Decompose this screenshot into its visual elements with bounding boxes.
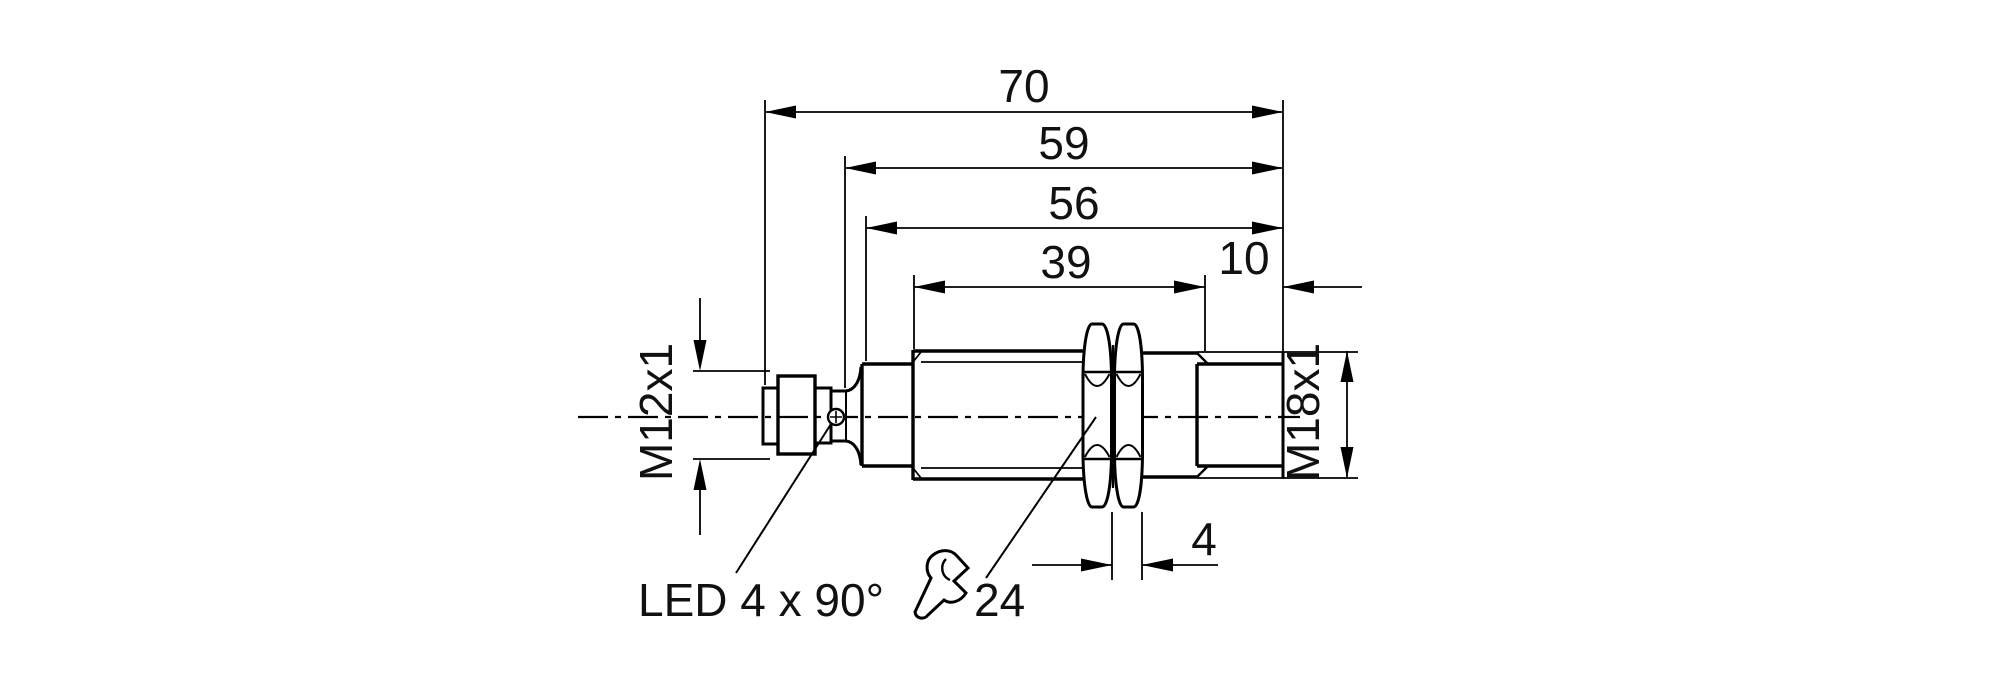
- dimension-4: 4: [1032, 513, 1218, 572]
- led-indicator: [826, 407, 846, 427]
- wrench-size: 24: [913, 549, 1025, 626]
- dim-39-label: 39: [1040, 236, 1091, 288]
- wrench-size-label: 24: [974, 574, 1025, 626]
- wrench-icon: [913, 549, 971, 620]
- dim-70-label: 70: [998, 60, 1049, 112]
- dimension-10: 10: [1218, 232, 1362, 294]
- dim-59-label: 59: [1038, 117, 1089, 169]
- lock-nut-right: [1113, 322, 1144, 509]
- rear-thread-section: [1142, 351, 1285, 479]
- lock-nuts: [1081, 322, 1144, 509]
- dimension-59: 59: [845, 117, 1283, 175]
- dim-4-label: 4: [1191, 513, 1217, 565]
- dimension-m18: M18x1: [1277, 343, 1354, 481]
- dim-10-label: 10: [1218, 232, 1269, 284]
- dim-56-label: 56: [1048, 177, 1099, 229]
- wrench-leader-line: [985, 416, 1097, 579]
- threaded-barrel: [911, 349, 1083, 481]
- dim-m18-label: M18x1: [1277, 343, 1329, 481]
- front-housing: [860, 362, 913, 468]
- sensor-outline: [761, 322, 1285, 509]
- m12-connector: [761, 366, 863, 466]
- dimension-39: 39: [914, 236, 1205, 294]
- led-leader-line: [735, 423, 832, 574]
- dim-m12-label: M12x1: [630, 343, 682, 481]
- lock-nut-left: [1081, 322, 1113, 509]
- dimension-m12: M12x1: [630, 298, 707, 535]
- dimension-56: 56: [866, 177, 1283, 235]
- dimension-70: 70: [765, 60, 1283, 119]
- led-label: LED 4 x 90°: [638, 574, 884, 626]
